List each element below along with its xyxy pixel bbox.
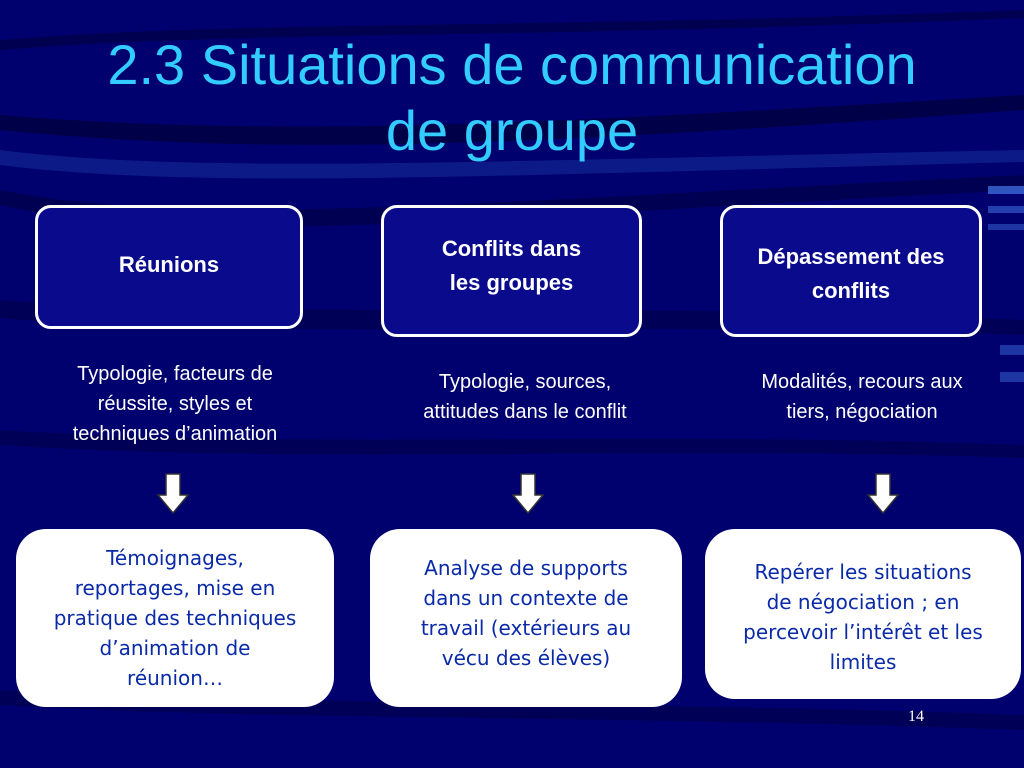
activity-line: vécu des élèves) xyxy=(441,646,611,670)
activity-line: reportages, mise en xyxy=(74,576,276,600)
activity-line: réunion… xyxy=(127,666,223,690)
description-reunions: Typologie, facteurs de réussite, styles … xyxy=(20,359,330,449)
slide-title: 2.3 Situations de communication de group… xyxy=(30,32,994,164)
activity-line: limites xyxy=(829,650,897,674)
heading-box-reunions: Réunions xyxy=(35,205,303,329)
description-line: tiers, négociation xyxy=(786,401,938,423)
description-depassement: Modalités, recours aux tiers, négociatio… xyxy=(712,367,1012,427)
activity-line: Repérer les situations xyxy=(754,560,972,584)
activity-line: percevoir l’intérêt et les xyxy=(743,620,983,644)
activity-line: pratique des techniques xyxy=(53,606,297,630)
description-line: Modalités, recours aux xyxy=(761,371,963,393)
activity-line: d’animation de xyxy=(99,636,251,660)
title-line: de groupe xyxy=(385,99,639,162)
heading-label: Conflits dans xyxy=(441,236,582,261)
activity-box-reunions: Témoignages, reportages, mise en pratiqu… xyxy=(16,529,334,707)
activity-line: Témoignages, xyxy=(106,546,244,570)
description-conflits: Typologie, sources, attitudes dans le co… xyxy=(375,367,675,427)
description-line: Typologie, facteurs de xyxy=(77,363,273,385)
page-number: 14 xyxy=(908,708,924,725)
activity-line: travail (extérieurs au xyxy=(420,616,632,640)
heading-label: Réunions xyxy=(118,252,220,277)
activity-box-conflits: Analyse de supports dans un contexte de … xyxy=(370,529,682,707)
activity-line: dans un contexte de xyxy=(423,586,629,610)
activity-line: de négociation ; en xyxy=(766,590,960,614)
heading-box-depassement: Dépassement des conflits xyxy=(720,205,982,337)
down-arrow-icon xyxy=(156,473,190,515)
activity-line: Analyse de supports xyxy=(424,556,628,580)
down-arrow-icon xyxy=(511,473,545,515)
description-line: Typologie, sources, xyxy=(438,371,612,393)
heading-label: les groupes xyxy=(449,270,574,295)
heading-label: conflits xyxy=(811,278,891,303)
description-line: attitudes dans le conflit xyxy=(423,401,627,423)
description-line: réussite, styles et xyxy=(97,393,253,415)
down-arrow-icon xyxy=(866,473,900,515)
title-line: 2.3 Situations de communication xyxy=(107,33,917,96)
description-line: techniques d’animation xyxy=(72,423,278,445)
heading-box-conflits: Conflits dans les groupes xyxy=(381,205,642,337)
activity-box-depassement: Repérer les situations de négociation ; … xyxy=(705,529,1021,699)
heading-label: Dépassement des xyxy=(757,244,945,269)
